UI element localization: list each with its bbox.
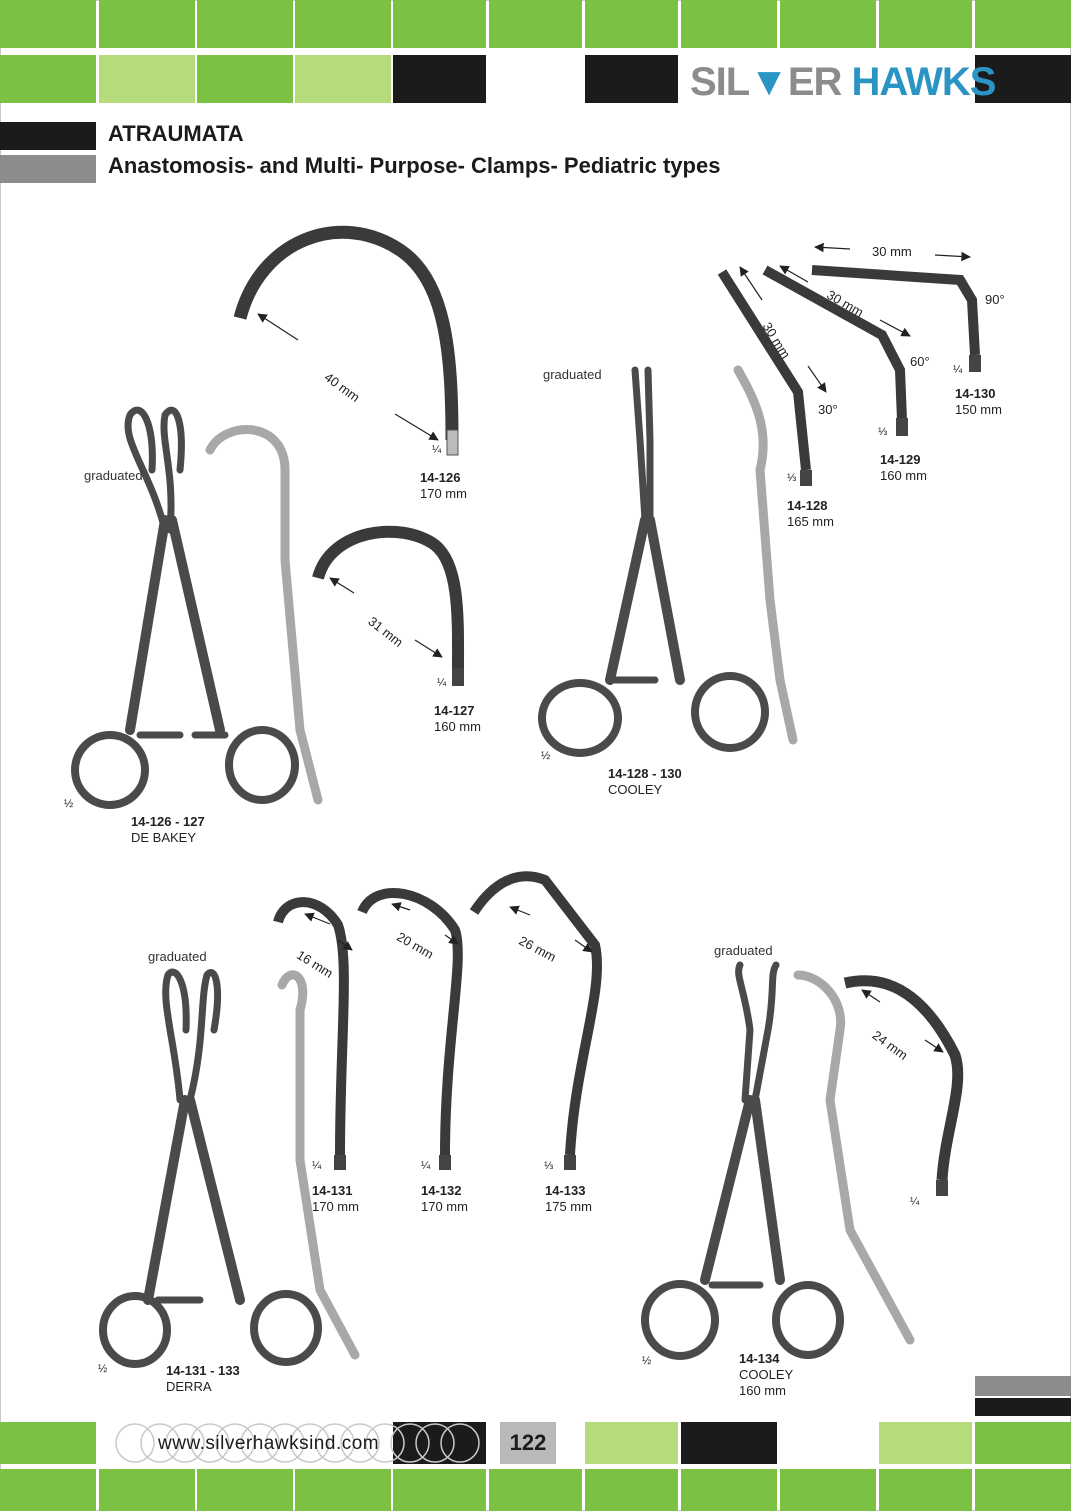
jaw-length-14-130: 30 mm [872, 244, 912, 259]
derra-clamp-icon [99, 968, 322, 1368]
scale-third: ⅓ [787, 472, 797, 484]
jaw-14-132-icon [357, 888, 463, 1156]
scale-half: ½ [64, 798, 74, 810]
jaw-14-126-icon [233, 225, 459, 441]
jaw-14-134-icon [843, 975, 964, 1181]
jaw-14-127-icon [312, 525, 465, 671]
scale-half: ½ [541, 750, 551, 762]
cooley-14-134-clamp-icon [641, 961, 844, 1360]
page-number: 122 [500, 1422, 556, 1464]
scale-third: ⅓ [878, 426, 888, 438]
de-bakey-clamp-icon [71, 406, 299, 809]
de-bakey-side-view-icon [205, 425, 323, 805]
brand-logo: SIL▼ER HAWKS [690, 60, 996, 104]
graduated-label: graduated [148, 949, 207, 964]
graduated-label: graduated [84, 468, 143, 483]
footer-website-link[interactable]: www.silverhawksind.com [158, 1433, 380, 1454]
jaw-14-129-icon [762, 265, 907, 421]
cooley-14-134-side-view-icon [793, 970, 915, 1345]
jaw-14-130-icon [811, 265, 980, 356]
cooley-clamp-icon [538, 366, 769, 757]
scale-half: ½ [98, 1363, 108, 1375]
graduated-label: graduated [543, 367, 602, 382]
angle-14-130: 90° [985, 292, 1005, 307]
graduated-label: graduated [714, 943, 773, 958]
jaw-14-128-icon [717, 269, 811, 471]
scale-third: ⅓ [544, 1160, 554, 1172]
scale-quarter: ¼ [432, 444, 442, 456]
angle-14-128: 30° [818, 402, 838, 417]
angle-14-129: 60° [910, 354, 930, 369]
jaw-14-131-icon [273, 897, 349, 1156]
jaw-14-133-icon [469, 871, 603, 1156]
scale-quarter: ¼ [953, 364, 963, 376]
derra-side-view-icon [277, 970, 360, 1360]
scale-quarter: ¼ [421, 1160, 431, 1172]
page-title: ATRAUMATA [108, 121, 244, 146]
page-subtitle: Anastomosis- and Multi- Purpose- Clamps-… [108, 153, 721, 178]
scale-quarter: ¼ [312, 1160, 322, 1172]
scale-quarter: ¼ [910, 1196, 920, 1208]
scale-half: ½ [642, 1355, 652, 1367]
scale-quarter: ¼ [437, 677, 447, 689]
cooley-side-view-icon [733, 365, 798, 745]
